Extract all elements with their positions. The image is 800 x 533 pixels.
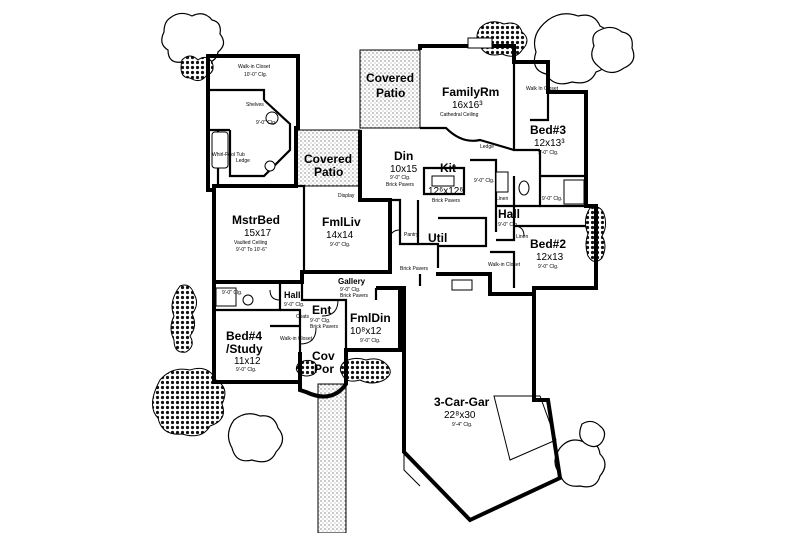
family-room-dim: 16x16³ bbox=[452, 100, 483, 111]
tree bbox=[591, 26, 635, 74]
cov-por-line1: Cov bbox=[312, 349, 335, 363]
entry-note1: 9'-0" Clg. bbox=[310, 318, 330, 324]
covered-patio-rear: Covered Patio bbox=[359, 49, 421, 129]
fixtures bbox=[211, 37, 585, 487]
room-labels: Walk-in Closet 10'-0" Clg. Shelves 9'-0"… bbox=[212, 64, 566, 428]
covered-patio-mid-line2: Patio bbox=[314, 165, 343, 179]
shrub-cluster bbox=[152, 367, 226, 437]
gallery-note2: Brick Pavers bbox=[340, 293, 369, 299]
bathtub bbox=[215, 287, 237, 307]
tree bbox=[227, 413, 284, 463]
tree bbox=[554, 439, 606, 488]
tree bbox=[161, 12, 225, 67]
ledge-master-label: Ledge bbox=[236, 158, 250, 164]
bed2-note: 9'-0" Clg. bbox=[538, 264, 558, 270]
kitchen-note1: 9'-0" Clg. bbox=[474, 178, 494, 184]
master-bed-dim: 15x17 bbox=[244, 228, 272, 239]
gallery-name: Gallery bbox=[338, 277, 366, 286]
bed3-name: Bed#3 bbox=[530, 123, 566, 137]
shrub-cluster bbox=[170, 284, 198, 353]
bed3-note: 9'-0" Clg. bbox=[538, 150, 558, 156]
ledge-kitchen-label: Ledge bbox=[480, 144, 494, 150]
bath-west-note: 9'-0" Clg. bbox=[222, 290, 242, 296]
garage-dim: 22⁸x30 bbox=[444, 410, 476, 421]
family-room-note: Cathedral Ceiling bbox=[440, 112, 479, 118]
dining-note2: Brick Pavers bbox=[386, 182, 415, 188]
bed3-dim: 12x13³ bbox=[534, 138, 565, 149]
sink bbox=[242, 294, 254, 306]
hall-west-name: Hall bbox=[284, 290, 301, 300]
covered-patio-mid: Covered Patio bbox=[295, 129, 361, 187]
shelves-label: Shelves bbox=[246, 102, 264, 108]
linen-upper-label: Linen bbox=[496, 196, 508, 202]
front-walkway bbox=[317, 383, 347, 533]
kitchen-note2: Brick Pavers bbox=[432, 198, 461, 204]
fml-liv-note: 9'-0" Clg. bbox=[330, 242, 350, 248]
fml-liv-name: FmlLiv bbox=[322, 215, 361, 229]
garage-name: 3-Car-Gar bbox=[434, 395, 490, 409]
kitchen-name: Kit bbox=[440, 161, 456, 175]
dining-note1: 9'-0" Clg. bbox=[390, 175, 410, 181]
fml-din-note: 9'-0" Clg. bbox=[360, 338, 380, 344]
fml-din-dim: 10⁸x12 bbox=[350, 326, 382, 337]
covered-patio-rear-line2: Patio bbox=[376, 86, 405, 100]
interior-walls bbox=[208, 62, 586, 352]
covered-patio-mid-line1: Covered bbox=[304, 152, 352, 166]
garage-storage bbox=[493, 395, 557, 461]
fml-din-name: FmlDin bbox=[350, 311, 391, 325]
covered-patio-rear-line1: Covered bbox=[366, 71, 414, 85]
brick-pavers-util: Brick Pavers bbox=[400, 266, 429, 272]
bed4-name-line1: Bed#4 bbox=[226, 329, 262, 343]
bathtub bbox=[563, 179, 585, 205]
sink bbox=[264, 160, 276, 172]
walk-in-bed2-label: Walk-in Closet bbox=[488, 262, 521, 268]
bed4-note: 9'-0" Clg. bbox=[236, 367, 256, 373]
tree bbox=[579, 420, 606, 448]
whirlpool-tub bbox=[211, 131, 229, 169]
fml-liv-dim: 14x14 bbox=[326, 230, 354, 241]
entry-name: Ent bbox=[312, 303, 331, 317]
shrub-cluster bbox=[180, 55, 214, 82]
entry-note2: Brick Pavers bbox=[310, 324, 339, 330]
display-label: Display bbox=[338, 193, 355, 199]
walk-in-closet-master-label: Walk-in Closet bbox=[238, 64, 271, 70]
utility-name: Util bbox=[428, 231, 447, 245]
range bbox=[495, 171, 509, 193]
bed4-name-line2: /Study bbox=[226, 342, 263, 356]
cov-por-line2: Por bbox=[314, 362, 334, 376]
kitchen-dim: 12⁶x12⁶ bbox=[428, 186, 463, 197]
family-room-name: FamilyRm bbox=[442, 85, 499, 99]
shrub-cluster bbox=[339, 357, 391, 384]
whirlpool-label: Whirl-Pool Tub bbox=[212, 152, 245, 158]
coats-label: Coats bbox=[296, 314, 310, 320]
bed2-name: Bed#2 bbox=[530, 237, 566, 251]
bed2-dim: 12x13 bbox=[536, 252, 564, 263]
master-bed-name: MstrBed bbox=[232, 213, 280, 227]
bath-bed3-note: 9'-0" Clg. bbox=[542, 196, 562, 202]
garage-step bbox=[451, 279, 473, 291]
toilet bbox=[518, 180, 530, 196]
master-bath-note: 9'-0" Clg. bbox=[256, 120, 276, 126]
hall-east-note: 9'-0" Clg. bbox=[498, 222, 518, 228]
walk-in-closet-master-note: 10'-0" Clg. bbox=[244, 72, 267, 78]
hall-west-note: 9'-0" Clg. bbox=[284, 302, 304, 308]
walk-in-bed3-label: Walk In Closet bbox=[526, 86, 559, 92]
bed4-dim: 11x12 bbox=[234, 356, 261, 367]
hall-east-name: Hall bbox=[498, 207, 520, 221]
fireplace bbox=[467, 37, 493, 49]
walk-in-bed4-label: Walk-in Closet bbox=[280, 336, 313, 342]
garage-note: 9'-4" Clg. bbox=[452, 422, 472, 428]
master-bed-note2: 9'-0" To 10'-6" bbox=[236, 247, 267, 253]
pantry-label: Pantry bbox=[404, 232, 419, 238]
gallery-note1: 9'-0" Clg. bbox=[340, 287, 360, 293]
master-bed-note1: Vaulted Ceiling bbox=[234, 240, 267, 246]
dining-name: Din bbox=[394, 149, 413, 163]
kitchen-sink bbox=[431, 175, 455, 187]
linen-lower-label: Linen bbox=[516, 234, 528, 240]
dining-dim: 10x15 bbox=[390, 164, 418, 175]
sink bbox=[265, 111, 279, 125]
